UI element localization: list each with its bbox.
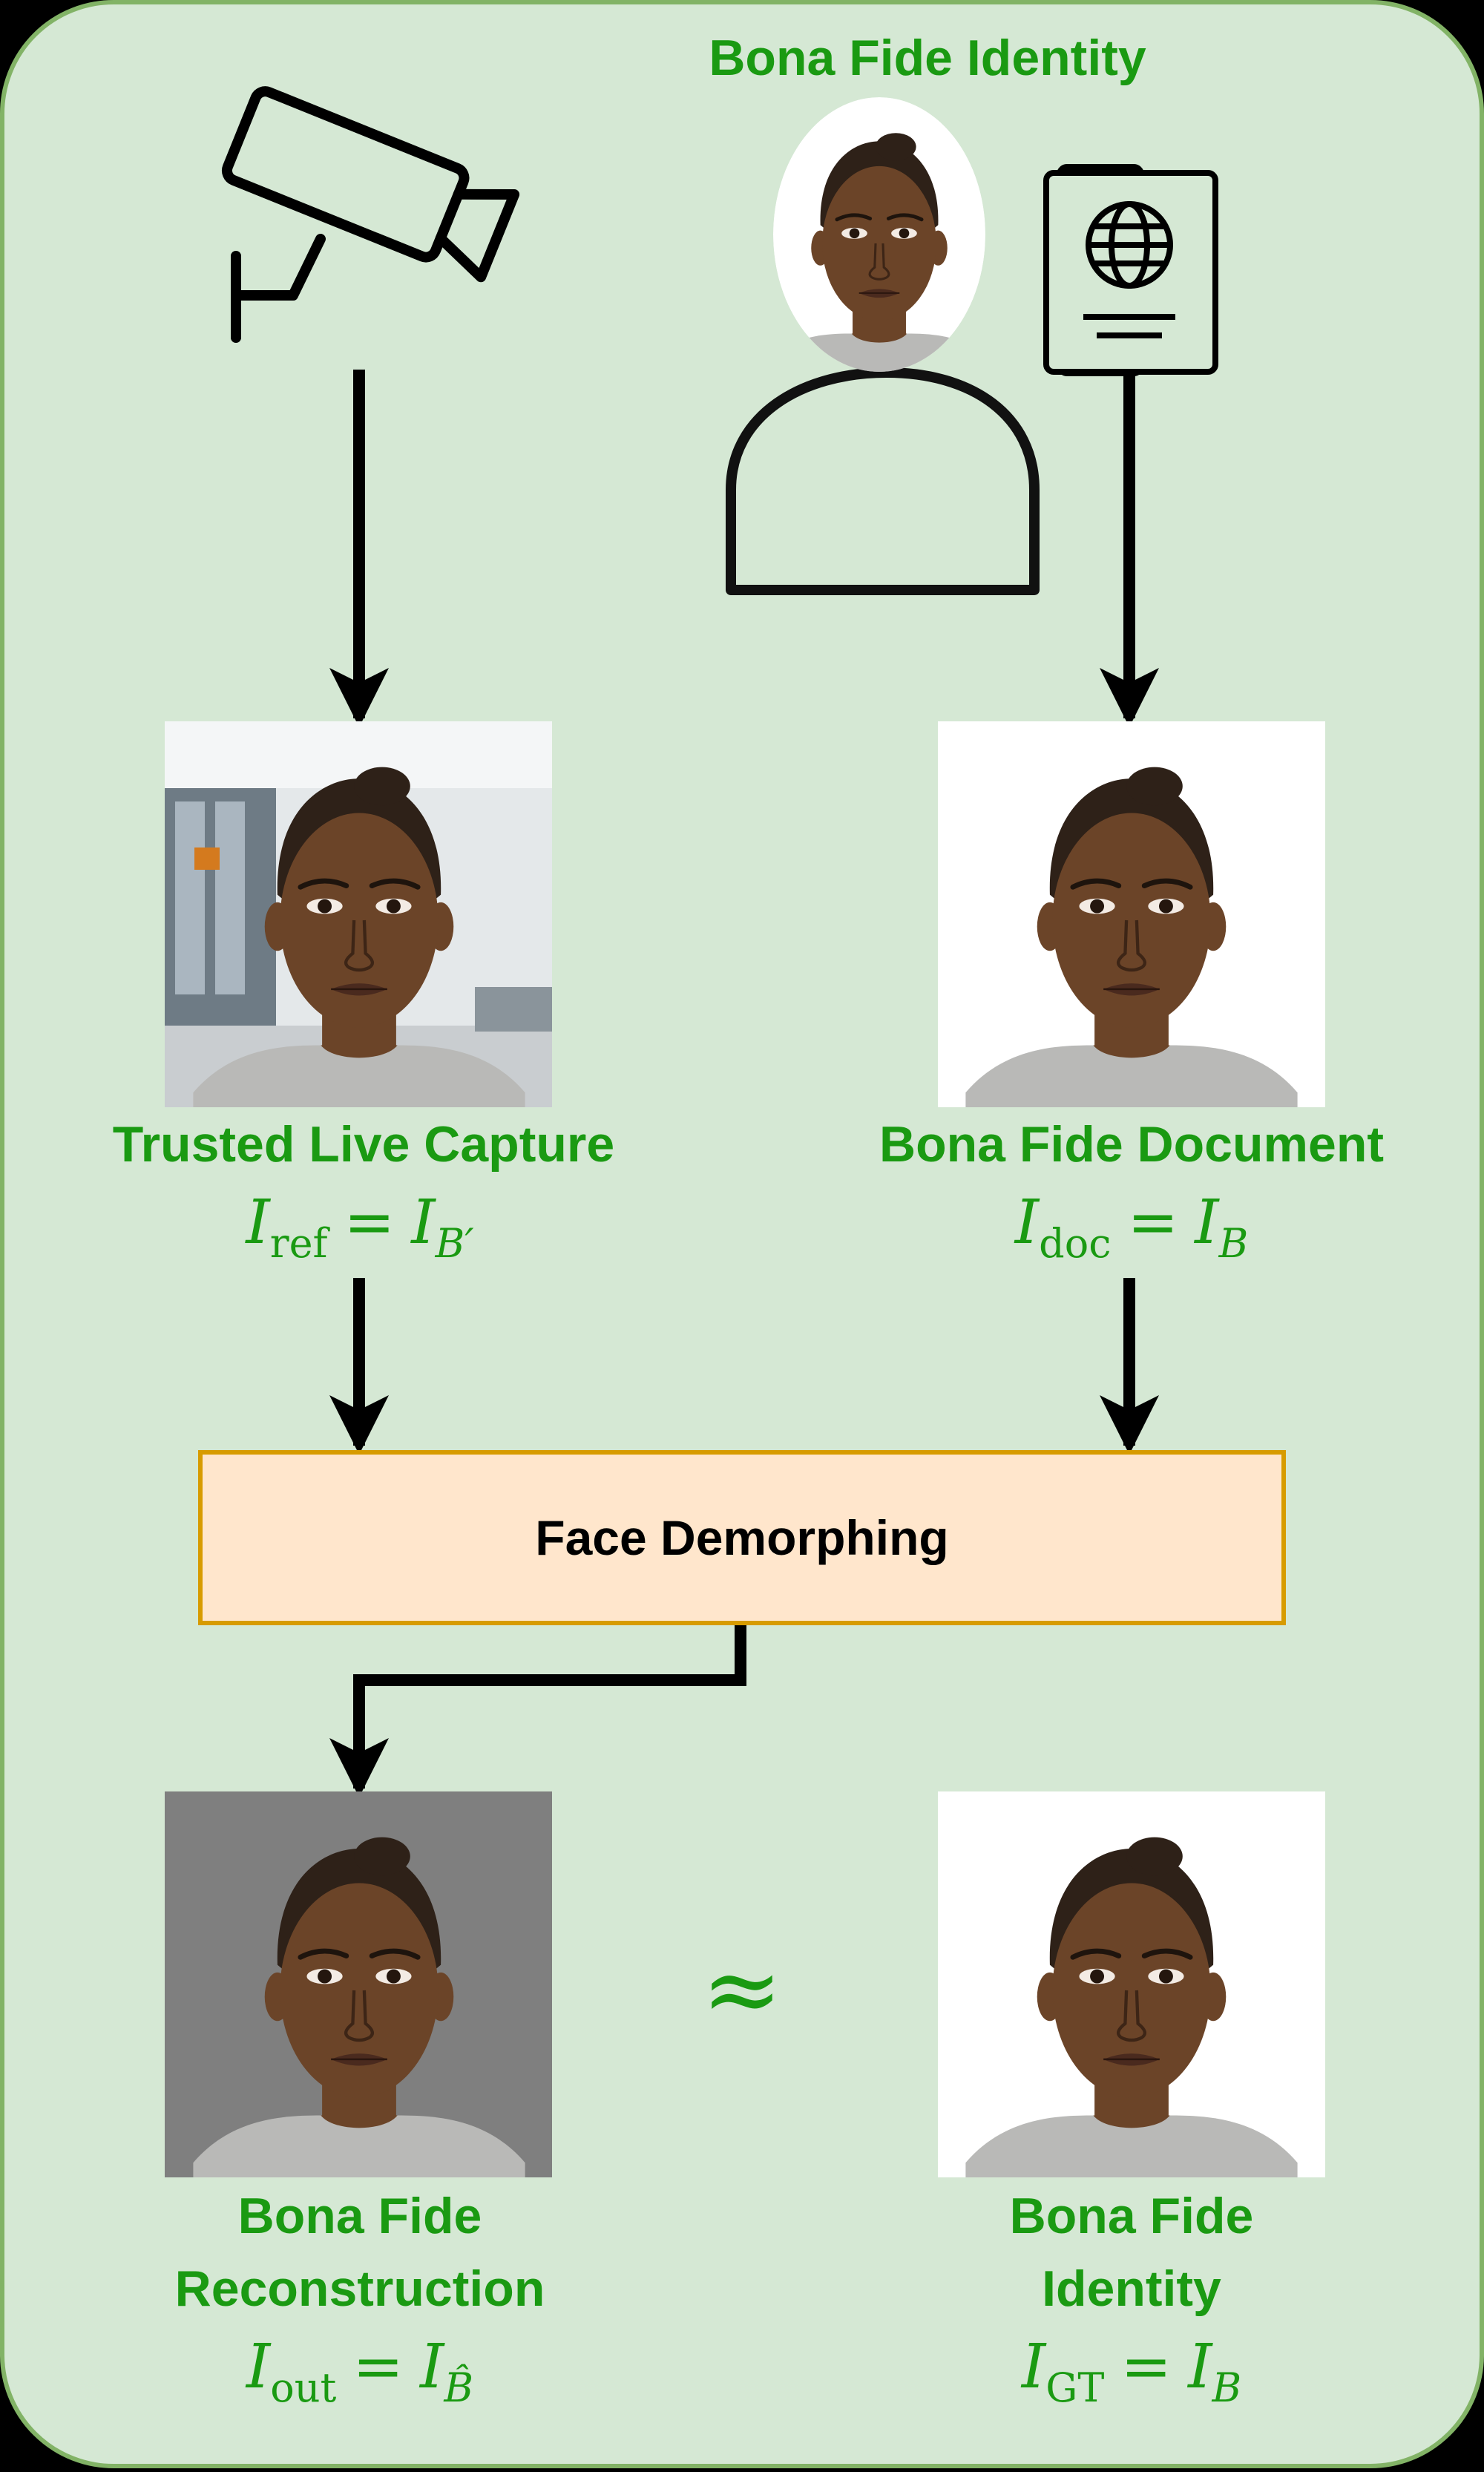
reconstruction-label-line2: Reconstruction bbox=[174, 2260, 545, 2317]
live-capture-label: Trusted Live Capture bbox=[112, 1116, 615, 1173]
diagram-title: Bona Fide Identity bbox=[709, 30, 1146, 86]
live-capture-formula: Iref=IB′ bbox=[246, 1187, 474, 1267]
identity-photo bbox=[938, 1791, 1325, 2177]
face-demorphing-label: Face Demorphing bbox=[535, 1510, 949, 1565]
arrow-demorphing-to-reconstruction bbox=[329, 1624, 746, 1797]
bona-fide-portrait bbox=[773, 97, 985, 372]
passport-icon bbox=[1043, 164, 1218, 376]
live-capture-photo bbox=[165, 721, 552, 1107]
face-demorphing-box bbox=[198, 1450, 1286, 1625]
document-label: Bona Fide Document bbox=[879, 1116, 1385, 1173]
person-body-icon bbox=[726, 367, 1040, 595]
approx-symbol: ≈ bbox=[701, 1932, 783, 2045]
identity-formula: IGT=IB bbox=[1021, 2332, 1242, 2411]
document-photo bbox=[938, 721, 1325, 1107]
cctv-camera-icon bbox=[221, 86, 520, 343]
reconstruction-photo bbox=[165, 1791, 552, 2177]
reconstruction-formula: Iout=IB̂ bbox=[246, 2332, 474, 2411]
identity-label-line1: Bona Fide bbox=[1009, 2188, 1254, 2244]
document-formula: Idoc=IB bbox=[1014, 1187, 1249, 1267]
identity-label-line2: Identity bbox=[1042, 2260, 1221, 2317]
reconstruction-label-line1: Bona Fide bbox=[237, 2188, 482, 2244]
